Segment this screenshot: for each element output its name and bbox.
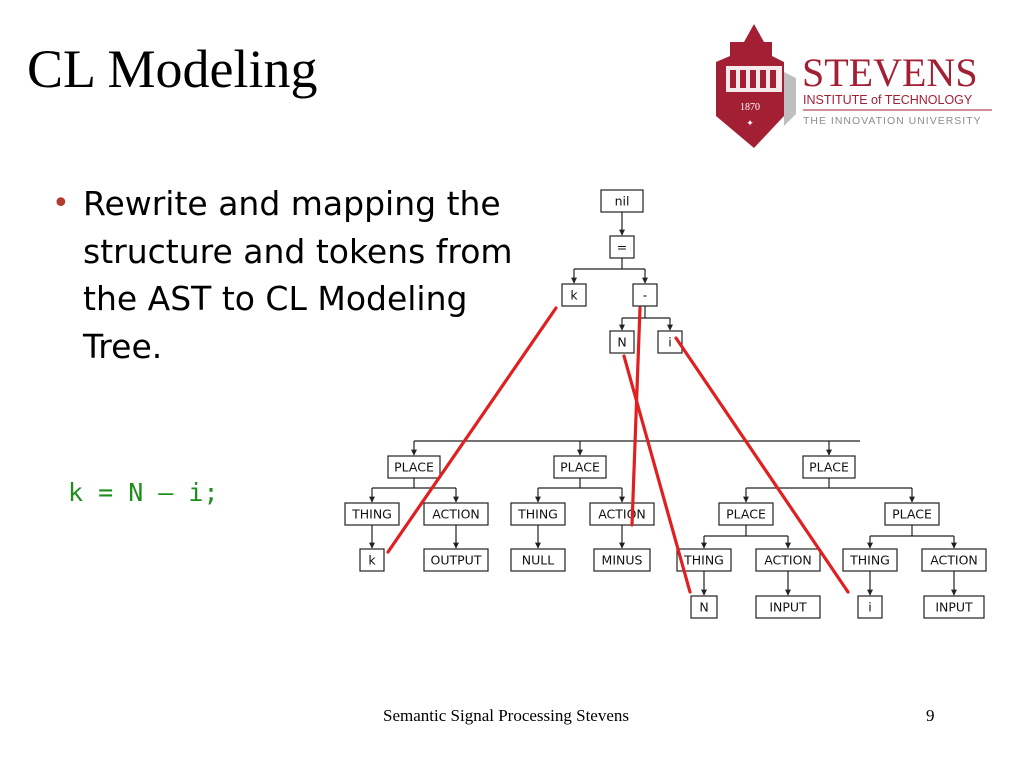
cl-node-label: PLACE [726,507,766,522]
cl-node-label: ACTION [930,553,978,568]
ast-node-label: - [643,288,648,303]
bullet-text: Rewrite and mapping the structure and to… [83,184,513,366]
mapping-stroke [630,306,642,527]
mapping-stroke [674,336,850,594]
mapping-stroke [622,354,692,594]
cl-node-label: ACTION [764,553,812,568]
seal-icon: 1870 ✦ [716,24,796,148]
cl-node-t2: THING [510,502,566,526]
ast-node-k: k [561,283,587,307]
page-number: 9 [926,706,935,725]
stevens-logo: 1870 ✦ STEVENS INSTITUTE of TECHNOLOGY T… [716,24,992,148]
cl-node-p1: PLACE [387,455,441,479]
cl-node-p3: PLACE [802,455,856,479]
cl-node-i2: i [857,595,883,619]
cl-node-a4: ACTION [921,548,987,572]
ast-node-eq: = [609,235,635,259]
cl-node-a2: ACTION [589,502,655,526]
cl-node-label: PLACE [394,460,434,475]
mapping-stroke [386,306,558,554]
slide-footer: Semantic Signal Processing Stevens [383,706,630,725]
cl-node-label: THING [351,507,392,522]
cl-node-label: ACTION [598,507,646,522]
cl-node-t4: THING [842,548,898,572]
bullet-item: • Rewrite and mapping the structure and … [52,180,522,370]
logo-year: 1870 [740,102,760,113]
cl-node-label: PLACE [560,460,600,475]
cl-node-p2: PLACE [553,455,607,479]
cl-node-label: INPUT [935,600,973,615]
cl-node-in2: INPUT [923,595,985,619]
ast-node-nil: nil [600,189,644,213]
cl-node-p4: PLACE [718,502,774,526]
cl-node-minus2: MINUS [593,548,651,572]
cl-node-t3: THING [676,548,732,572]
ast-node-label: N [617,335,626,350]
cl-node-label: OUTPUT [431,553,482,568]
ast-node-minus: - [632,283,658,307]
cl-node-p5: PLACE [884,502,940,526]
cl-node-label: THING [683,553,724,568]
cl-node-N2: N [690,595,718,619]
cl-node-t1: THING [344,502,400,526]
cl-node-k2: k [359,548,385,572]
cl-node-out: OUTPUT [423,548,489,572]
slide-title: CL Modeling [27,39,318,99]
ast-node-label: k [570,288,578,303]
cl-node-label: k [368,553,376,568]
cl-node-label: PLACE [892,507,932,522]
ast-node-label: = [617,240,627,255]
ast-node-label: nil [615,194,630,209]
cl-node-in1: INPUT [755,595,821,619]
cl-node-label: ACTION [432,507,480,522]
ast-node-N: N [609,330,635,354]
cl-node-a3: ACTION [755,548,821,572]
svg-text:✦: ✦ [746,119,754,129]
cl-node-null: NULL [510,548,566,572]
cl-node-label: INPUT [769,600,807,615]
cl-node-a1: ACTION [423,502,489,526]
cl-node-label: PLACE [809,460,849,475]
cl-node-label: i [868,600,871,615]
ast-node-label: i [668,335,671,350]
cl-node-label: THING [849,553,890,568]
logo-tagline: THE INNOVATION UNIVERSITY [803,115,982,127]
cl-node-label: THING [517,507,558,522]
cl-node-label: N [699,600,708,615]
bullet-dot-icon: • [52,186,70,221]
logo-name: STEVENS [802,50,978,95]
logo-institute: INSTITUTE of TECHNOLOGY [803,93,973,107]
cl-node-label: NULL [522,553,554,568]
cl-node-label: MINUS [602,553,643,568]
code-snippet: k = N – i; [68,478,219,507]
